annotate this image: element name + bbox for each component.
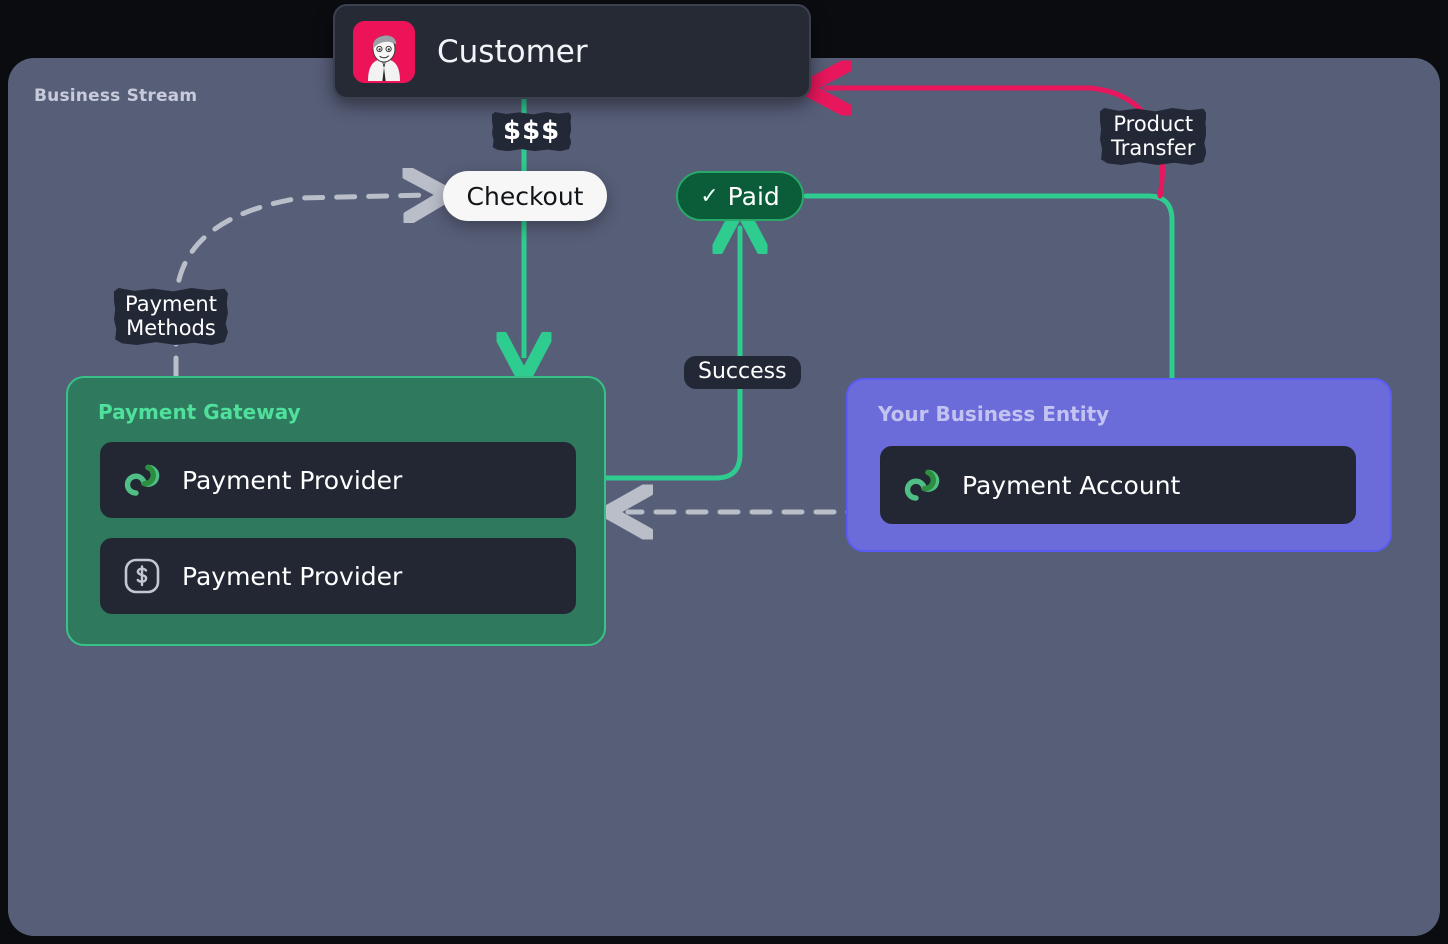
- checkout-label: Checkout: [466, 181, 584, 211]
- check-icon: ✓: [700, 183, 719, 209]
- money-label: $$$: [492, 112, 572, 152]
- payment-provider-label-2: Payment Provider: [182, 561, 403, 591]
- payment-account-label: Payment Account: [962, 470, 1181, 500]
- paid-node[interactable]: ✓ Paid: [676, 171, 804, 221]
- product-transfer-label: Product Transfer: [1100, 108, 1207, 166]
- dollar-square-icon: [120, 554, 164, 598]
- payment-account-card[interactable]: Payment Account: [880, 446, 1356, 524]
- paid-label: Paid: [727, 181, 780, 211]
- business-entity-title: Your Business Entity: [878, 402, 1110, 426]
- checkout-node[interactable]: Checkout: [443, 171, 607, 221]
- payment-provider-card-2[interactable]: Payment Provider: [100, 538, 576, 614]
- panel-title: Business Stream: [34, 86, 198, 106]
- customer-label: Customer: [437, 33, 588, 70]
- mollie-infinity-icon: [900, 463, 944, 507]
- payment-gateway-group[interactable]: Payment Gateway Payment Provider Payment…: [66, 376, 606, 646]
- payment-gateway-title: Payment Gateway: [98, 400, 301, 424]
- payment-provider-card-1[interactable]: Payment Provider: [100, 442, 576, 518]
- customer-avatar-icon: [353, 20, 415, 83]
- mollie-infinity-icon: [120, 458, 164, 502]
- payment-methods-label: Payment Methods: [114, 288, 228, 346]
- success-label: Success: [684, 356, 801, 389]
- payment-provider-label-1: Payment Provider: [182, 465, 403, 495]
- business-entity-group[interactable]: Your Business Entity Payment Account: [846, 378, 1392, 552]
- customer-node[interactable]: Customer: [333, 4, 811, 99]
